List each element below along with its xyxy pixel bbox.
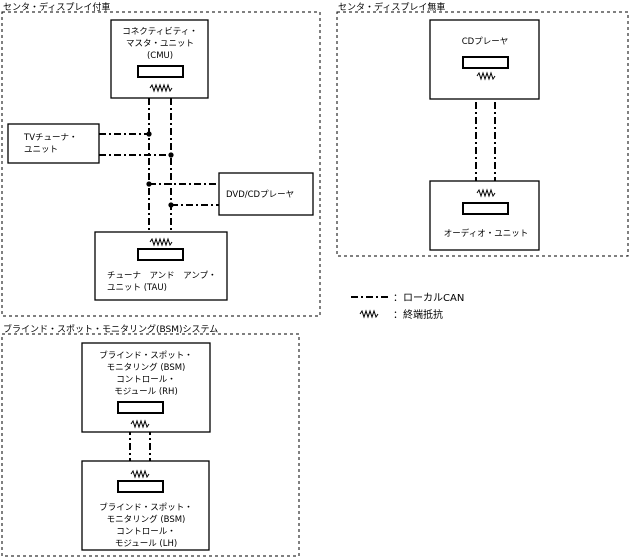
- terminating-resistor-icon: [149, 83, 173, 93]
- cmu-unit: コネクティビティ・ マスタ・ユニット (CMU): [110, 19, 209, 99]
- bsm-lh-connector: [117, 480, 164, 493]
- bsm-lh-label-line: ブラインド・スポット・: [99, 502, 193, 513]
- cmu-label-line: マスタ・ユニット: [126, 39, 194, 49]
- audio-unit-label: オーディオ・ユニット: [444, 228, 528, 239]
- dvd-cd-player-box: [218, 172, 314, 216]
- bsm-rh-label-line: コントロール・: [116, 375, 176, 385]
- tau-label-line: チューナ アンド アンプ・: [107, 271, 217, 281]
- audio-unit: オーディオ・ユニット: [429, 180, 540, 251]
- cd-player-label: CDプレーヤ: [462, 37, 508, 47]
- legend-local-can-label: ：ローカルCAN: [393, 292, 464, 304]
- section-title-with-display: センタ・ディスプレイ付車: [3, 1, 110, 13]
- audio-unit-connector: [462, 202, 509, 215]
- section-title-bsm: ブラインド・スポット・モニタリング(BSM)システム: [3, 323, 218, 335]
- terminating-resistor-icon: [476, 71, 496, 81]
- section-title-without-display: センタ・ディスプレイ無車: [338, 1, 445, 13]
- cmu-label-line: コネクティビティ・: [122, 27, 197, 37]
- terminating-resistor-icon: [130, 469, 150, 479]
- tv-tuner-box: [7, 123, 100, 164]
- tau-unit: チューナ アンド アンプ・ ユニット (TAU): [94, 231, 228, 301]
- dvd-cd-player-label: DVD/CDプレーヤ: [226, 190, 294, 200]
- bsm-rh-box: [81, 342, 211, 433]
- tau-connector: [137, 248, 184, 261]
- cd-player-connector: [462, 56, 509, 69]
- section-frame-with-display: [1, 11, 321, 317]
- junction-node: [146, 131, 152, 137]
- bsm-rh-connector: [117, 401, 164, 414]
- bsm-rh-label-line: ブラインド・スポット・: [99, 350, 193, 361]
- tau-label-line: ユニット (TAU): [107, 283, 167, 293]
- section-frame-bsm: [1, 333, 300, 557]
- bsm-rh-module: ブラインド・スポット・ モニタリング (BSM) コントロール・ モジュール (…: [81, 342, 211, 433]
- section-frame-without-display: [336, 11, 629, 257]
- cd-player-unit: CDプレーヤ: [429, 19, 540, 100]
- junction-node: [168, 202, 174, 208]
- junction-node: [168, 152, 174, 158]
- tv-tuner-unit: TVチューナ・ ユニット: [7, 123, 100, 164]
- junction-node: [146, 181, 152, 187]
- cmu-connector: [137, 65, 184, 78]
- terminating-resistor-icon: [359, 309, 379, 319]
- bsm-lh-label-line: モニタリング (BSM): [107, 514, 186, 525]
- legend-terminator-label: ：終端抵抗: [393, 308, 443, 321]
- terminating-resistor-icon: [130, 419, 150, 429]
- terminating-resistor-icon: [476, 188, 496, 198]
- cmu-label-line: (CMU): [147, 51, 173, 61]
- bsm-lh-module: ブラインド・スポット・ モニタリング (BSM) コントロール・ モジュール (…: [81, 460, 210, 551]
- bsm-lh-label-line: コントロール・: [116, 527, 176, 537]
- bsm-lh-label-line: モジュール (LH): [115, 539, 177, 549]
- bsm-rh-label-line: モジュール (RH): [114, 387, 178, 397]
- bsm-rh-label-line: モニタリング (BSM): [107, 362, 186, 373]
- tv-tuner-label-line: TVチューナ・: [23, 133, 78, 143]
- dvd-cd-player-unit: DVD/CDプレーヤ: [218, 172, 314, 216]
- terminating-resistor-icon: [149, 237, 173, 247]
- audio-unit-box: [429, 180, 540, 251]
- tv-tuner-label-line: ユニット: [24, 145, 58, 155]
- bsm-lh-box: [81, 460, 210, 551]
